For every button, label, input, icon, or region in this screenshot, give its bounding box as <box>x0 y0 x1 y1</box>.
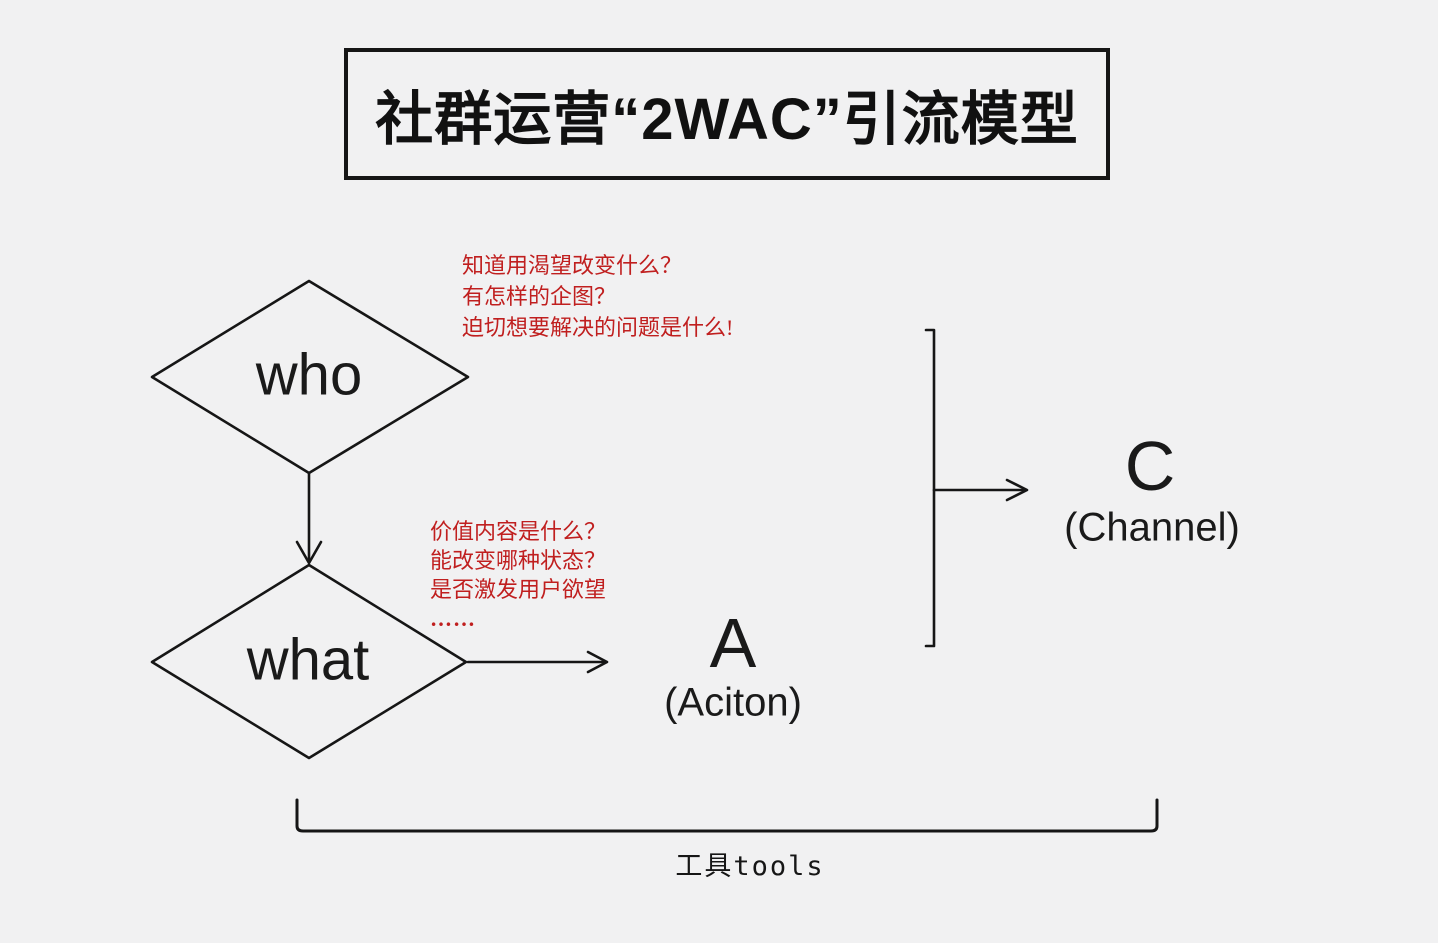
who-note-line: 有怎样的企图？ <box>462 284 617 309</box>
what-note-line: 价值内容是什么？ <box>430 519 607 544</box>
what-to-action-arrow <box>466 650 609 674</box>
what-note-line: 能改变哪种状态？ <box>430 548 607 573</box>
what-note-ellipsis: …… <box>430 606 476 631</box>
who-label: who <box>255 342 363 408</box>
title-box: 社群运营“2WAC”引流模型 <box>344 48 1110 180</box>
page-title: 社群运营“2WAC”引流模型 <box>375 87 1079 152</box>
what-label: what <box>246 627 370 693</box>
channel-bracket <box>924 328 936 648</box>
channel-letter: C <box>1124 427 1176 505</box>
bracket-to-channel-arrow <box>932 478 1029 502</box>
tools-label: 工具tools <box>675 851 825 882</box>
what-note-line: 是否激发用户欲望 <box>430 577 607 602</box>
what-notes: 价值内容是什么？ 能改变哪种状态？ 是否激发用户欲望 …… <box>430 517 606 633</box>
channel-caption: (Channel) <box>1064 505 1240 550</box>
who-note-line: 知道用渴望改变什么？ <box>462 253 683 278</box>
action-letter: A <box>709 604 757 682</box>
what-diamond <box>150 563 468 760</box>
who-notes: 知道用渴望改变什么？ 有怎样的企图？ 迫切想要解决的问题是什么! <box>462 250 733 343</box>
who-note-line: 迫切想要解决的问题是什么! <box>462 315 734 340</box>
tools-bracket <box>295 798 1159 833</box>
who-to-what-arrow <box>295 472 323 565</box>
action-caption: (Aciton) <box>664 680 802 725</box>
